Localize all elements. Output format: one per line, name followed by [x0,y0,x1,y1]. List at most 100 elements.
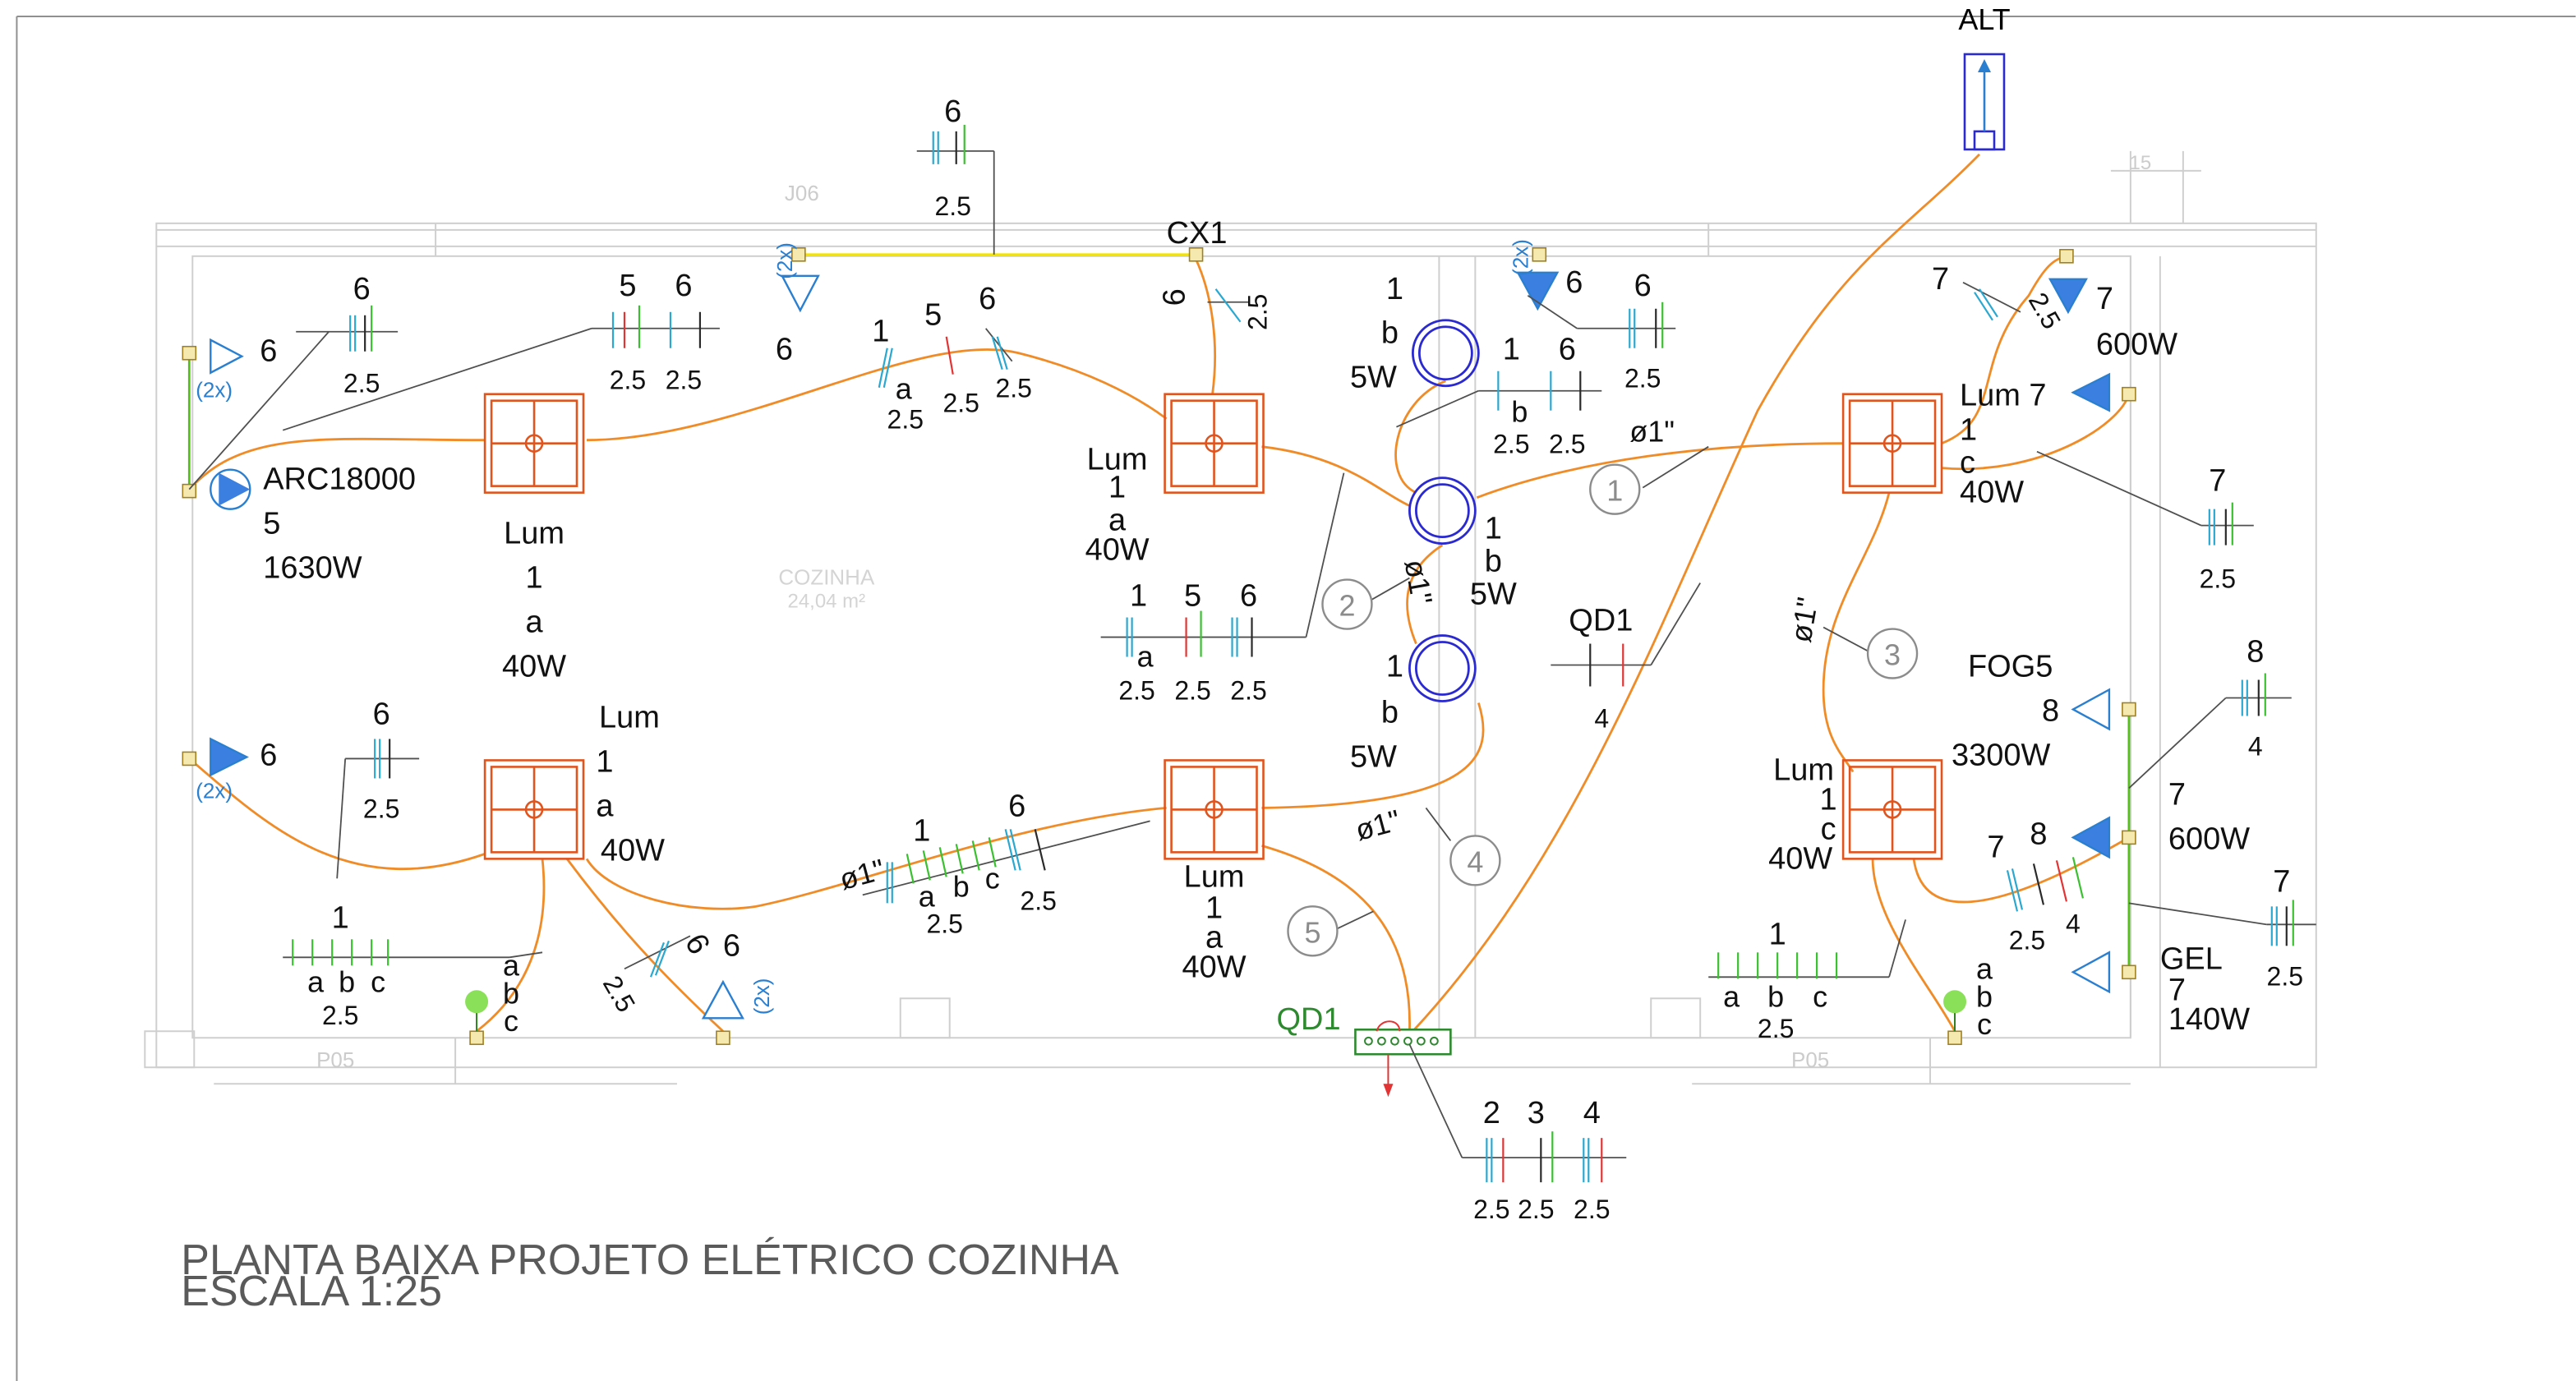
switch-icon [465,990,489,1032]
luminaire-fixture [483,393,585,494]
switch-icon [1943,990,1967,1032]
wire-gauge: 2.5 [322,1001,358,1030]
luminaire-switch: a [596,789,614,823]
circuit-number: 1 [1503,333,1520,367]
stove-circuit: 8 [2042,693,2059,728]
leader-lines [188,150,2316,1159]
wire-gauge: 2.5 [597,971,641,1017]
circuit-number: 6 [1008,789,1025,823]
circuit-number: 4 [1583,1096,1601,1130]
luminaire-switch: a [1108,504,1127,538]
outlet-circuit: 7 [2168,777,2186,812]
wire-gauge: 2.5 [1758,1014,1794,1043]
fridge-name: GEL [2160,941,2223,976]
wire-gauge: 2.5 [666,366,702,395]
spot-power: 5W [1350,361,1397,395]
luminaire-circuit: 1 [596,744,613,779]
switch-key: c [1977,1007,1992,1041]
switch-key: b [339,964,355,998]
switch-key: c [504,1004,518,1038]
luminaire-fixture [1164,393,1265,494]
luminaire-switch: c [1960,446,1975,481]
wire-gauge: 2.5 [1174,675,1210,705]
circuit-number: 7 [2209,464,2226,499]
circuit-number: 6 [678,928,717,960]
wall-boxes [182,247,2136,1046]
callout-label: 3 [1884,638,1901,672]
switch-key: a [1723,979,1740,1013]
ac-circuit: 5 [263,507,280,541]
circuit-number: 7 [2273,864,2290,899]
luminaire-circuit: 1 [1960,413,1977,448]
outlet-circuit: 6 [723,928,740,963]
spot-switch: b [1485,545,1502,579]
luminaire-name: Lum 7 [1960,379,2047,413]
outlet-circuit: 6 [1565,265,1583,300]
wire-gauge: 2.5 [1574,1195,1610,1224]
wire-gauge: 2.5 [1549,430,1585,459]
circuit-number: 8 [2030,817,2047,851]
switch-key: a [307,964,324,998]
double-outlet-tag: (2x) [196,778,233,803]
drawing-frame [16,15,2576,1381]
switch-key: b [503,976,519,1010]
luminaire-fixture [1164,759,1265,860]
wire-gauge: 2.5 [1493,430,1529,459]
circuit-number: 5 [1184,579,1201,614]
wire-gauge: 2.5 [1473,1195,1509,1224]
spot-power: 5W [1470,578,1517,612]
drawing-title: PLANTA BAIXA PROJETO ELÉTRICO COZINHA [181,1236,1119,1284]
wire-gauge: 2.5 [2267,961,2303,991]
luminaire-switch: c [1821,812,1836,846]
circuit-number: 3 [1528,1096,1545,1130]
spot-switch: b [1381,316,1399,351]
conduit-diameter: ø1" [1784,595,1825,645]
wire-gauge: 2.5 [995,374,1031,403]
circuit-number: 6 [675,269,692,303]
luminaire-fixture [1841,759,1943,860]
circuit-number: 8 [2247,635,2264,670]
qd1-note-gauge: 4 [1594,703,1609,733]
wire-gauge: 2.5 [935,191,971,221]
switch-key: b [1976,979,1993,1013]
wire-gauge: 2.5 [1243,294,1273,330]
qd1-panel-board [1354,1020,1452,1098]
switch-key: a [919,879,935,913]
spot-light-fixture [1408,319,1480,702]
luminaire-switch: a [1205,920,1223,955]
ac-outlet-icon [210,468,251,510]
double-outlet-tag: (2x) [772,242,797,279]
circuit-number: 1 [332,900,349,935]
circuit-number: 6 [979,282,996,316]
luminaire-name: Lum [504,517,565,551]
switch-key: b [1767,979,1784,1013]
switch-key: c [1813,979,1827,1013]
circuit-number: 6 [1158,288,1192,306]
stove-name: FOG5 [1968,650,2053,684]
alt-label: ALT [1958,2,2010,36]
luminaire-power: 40W [601,833,665,868]
spot-circuit: 1 [1386,272,1403,306]
outlet-symbols [210,271,2111,1020]
luminaire-circuit: 1 [1108,471,1126,505]
switch-key: c [371,964,385,998]
luminaire-name: Lum [1087,443,1148,477]
outlet-power: 600W [2168,822,2250,856]
circuit-number: 6 [1634,269,1652,303]
walls [144,150,2317,1085]
circuit-number: 1 [872,315,889,349]
callout-label: 5 [1304,915,1320,949]
circuit-number: 7 [1987,830,2004,864]
callout-label: 1 [1606,474,1623,508]
outlet-circuit: 6 [260,334,277,369]
wire-gauge: 2.5 [1230,675,1266,705]
callout-circle [1287,463,1919,957]
circuit-number: 2 [1483,1096,1500,1130]
circuit-number: 1 [1769,917,1786,951]
outlet-power: 600W [2096,328,2177,362]
luminaire-circuit: 1 [525,561,542,596]
circuit-number: 1 [1130,579,1147,614]
wire-gauge: 2.5 [2200,564,2236,594]
switch-key: a [503,948,519,982]
stove-power: 3300W [1952,738,2050,772]
